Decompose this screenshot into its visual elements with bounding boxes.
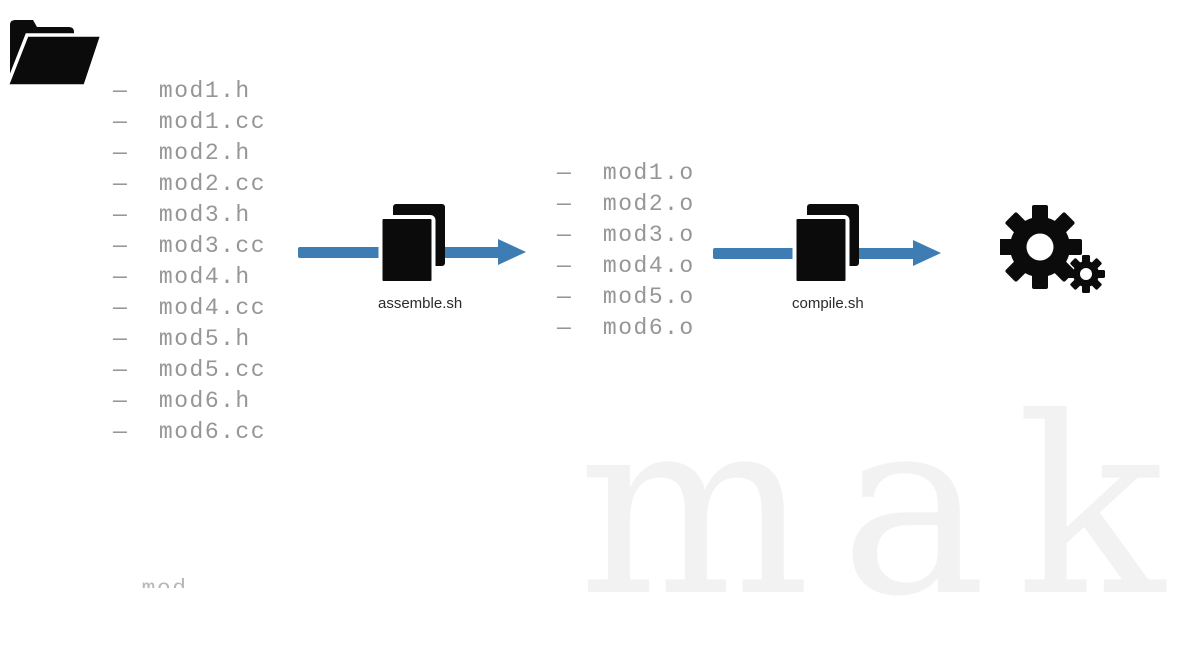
file-list-item: — mod5.cc — [113, 357, 267, 383]
arrow-1-head — [498, 239, 526, 265]
file-list-item: — mod3.cc — [113, 233, 267, 259]
file-list-item: — mod1.o — [557, 160, 695, 186]
open-folder-icon — [4, 20, 105, 88]
stacked-documents-icon — [792, 204, 859, 285]
file-list-item: — mod6.o — [557, 315, 695, 341]
gears-icon — [1000, 205, 1105, 293]
source-file-list: — mod1.h — mod1.cc — mod2.h — mod2.cc — mod3… — [113, 76, 266, 448]
file-list-item: — mod2.h — [113, 140, 251, 166]
file-list-item: — mod5.h — [113, 326, 251, 352]
slide-canvas: { "slide": { "list_prefix": "—", "source… — [4, 20, 1200, 650]
file-list-item: — mod1.h — [113, 78, 251, 104]
file-list-item: — mod4.cc — [113, 295, 267, 321]
compile-label: compile.sh — [792, 295, 864, 312]
file-list-item: — mod4.o — [557, 253, 695, 279]
file-list-item: — mod1.cc — [113, 109, 267, 135]
step-label-compile: compile.sh — [792, 295, 864, 312]
assemble-label: assemble.sh — [378, 295, 463, 312]
file-list-item: — mod2.cc — [113, 171, 267, 197]
file-list-item: — mod6.h — [113, 388, 251, 414]
file-list-item: — mod2.o — [557, 191, 695, 217]
bottom-cutoff-text: — mod — [111, 578, 221, 588]
file-list-item: — mod3.o — [557, 222, 695, 248]
stacked-documents-icon — [378, 204, 445, 285]
step-label-assemble: assemble.sh — [378, 295, 462, 312]
make-watermark: make — [578, 365, 1200, 650]
file-list-item: — mod3.h — [113, 202, 251, 228]
file-list-item: — mod4.h — [113, 264, 251, 290]
bottom-cutoff-text-inner: — mod — [111, 578, 221, 588]
file-list-item: — mod5.o — [557, 284, 695, 310]
arrow-2-head — [913, 240, 941, 266]
object-file-list: — mod1.o — mod2.o — mod3.o — mod4.o — mod5.o… — [557, 158, 695, 344]
file-list-item: — mod6.cc — [113, 419, 267, 445]
